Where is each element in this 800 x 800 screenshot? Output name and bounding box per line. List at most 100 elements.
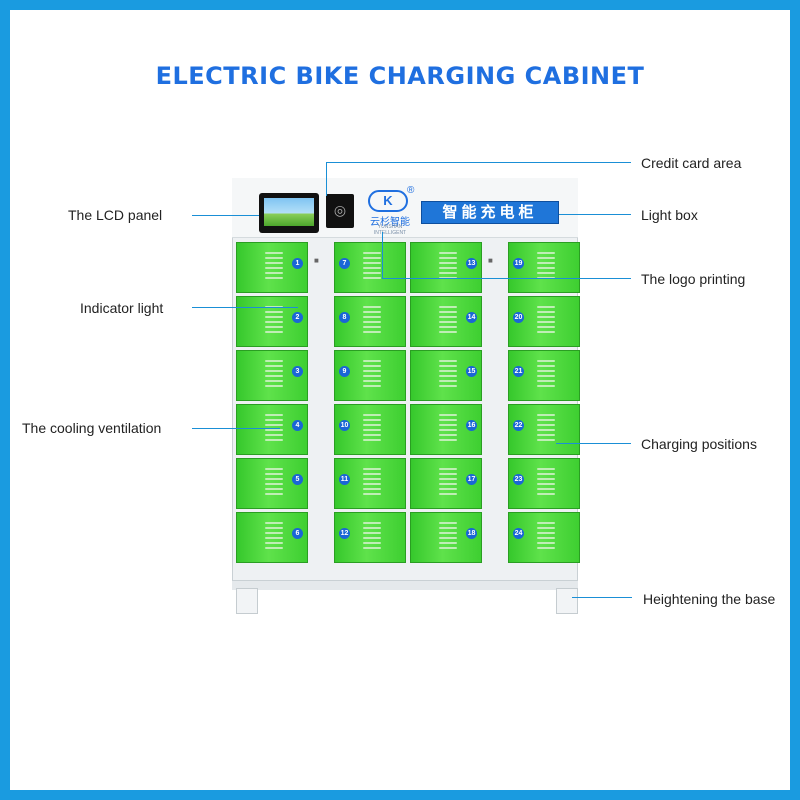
position-number-badge: 14 xyxy=(466,312,477,323)
vent-slot xyxy=(265,429,283,431)
charging-position-door[interactable]: 7 xyxy=(334,242,406,293)
charging-position-door[interactable]: 1 xyxy=(236,242,308,293)
logo-mark: K xyxy=(368,190,408,212)
ventilation-slots xyxy=(363,468,381,498)
vent-slot xyxy=(439,257,457,259)
vent-slot xyxy=(265,311,283,313)
vent-slot xyxy=(537,326,555,328)
ventilation-slots xyxy=(265,414,283,444)
position-number-badge: 23 xyxy=(513,474,524,485)
charging-position-door[interactable]: 6 xyxy=(236,512,308,563)
vent-slot xyxy=(537,414,555,416)
cabinet-divider xyxy=(308,242,328,567)
vent-slot xyxy=(439,326,457,328)
vent-slot xyxy=(439,272,457,274)
charging-position-door[interactable]: 23 xyxy=(508,458,580,509)
charging-position-door[interactable]: 22 xyxy=(508,404,580,455)
vent-slot xyxy=(265,277,283,279)
key-lock-icon: ■ xyxy=(488,256,493,265)
vent-slot xyxy=(537,272,555,274)
ventilation-slots xyxy=(537,360,555,390)
charging-position-door[interactable]: 18 xyxy=(410,512,482,563)
cabinet-base xyxy=(232,580,578,590)
charging-position-door[interactable]: 19 xyxy=(508,242,580,293)
ventilation-slots xyxy=(537,522,555,552)
vent-slot xyxy=(439,493,457,495)
vent-slot xyxy=(363,547,381,549)
vent-slot xyxy=(537,468,555,470)
leader-charging-positions xyxy=(556,443,631,444)
charging-position-door[interactable]: 17 xyxy=(410,458,482,509)
charging-position-door[interactable]: 14 xyxy=(410,296,482,347)
vent-slot xyxy=(363,311,381,313)
vent-slot xyxy=(439,439,457,441)
vent-slot xyxy=(537,257,555,259)
vent-slot xyxy=(363,267,381,269)
vent-slot xyxy=(439,478,457,480)
vent-slot xyxy=(363,380,381,382)
vent-slot xyxy=(265,424,283,426)
vent-slot xyxy=(439,527,457,529)
charging-position-door[interactable]: 10 xyxy=(334,404,406,455)
vent-slot xyxy=(537,439,555,441)
ventilation-slots xyxy=(265,468,283,498)
logo-registered: ® xyxy=(407,185,415,196)
vent-slot xyxy=(363,488,381,490)
charging-position-door[interactable]: 9 xyxy=(334,350,406,401)
ventilation-slots xyxy=(439,414,457,444)
vent-slot xyxy=(363,326,381,328)
vent-slot xyxy=(537,380,555,382)
charging-position-door[interactable]: 12 xyxy=(334,512,406,563)
vent-slot xyxy=(439,267,457,269)
vent-slot xyxy=(363,414,381,416)
vent-slot xyxy=(363,272,381,274)
leader-lcd-panel xyxy=(192,215,259,216)
position-number-badge: 9 xyxy=(339,366,350,377)
position-number-badge: 5 xyxy=(292,474,303,485)
logo-sub-text: YUNSHAN INTELLIGENT xyxy=(373,224,407,236)
position-number-badge: 11 xyxy=(339,474,350,485)
vent-slot xyxy=(439,434,457,436)
vent-slot xyxy=(439,252,457,254)
position-number-badge: 16 xyxy=(466,420,477,431)
vent-slot xyxy=(265,380,283,382)
key-lock-icon: ■ xyxy=(314,256,319,265)
charging-position-door[interactable]: 24 xyxy=(508,512,580,563)
charging-position-door[interactable]: 2 xyxy=(236,296,308,347)
vent-slot xyxy=(439,537,457,539)
vent-slot xyxy=(537,262,555,264)
vent-slot xyxy=(265,375,283,377)
charging-position-door[interactable]: 21 xyxy=(508,350,580,401)
vent-slot xyxy=(363,424,381,426)
vent-slot xyxy=(265,370,283,372)
vent-slot xyxy=(537,537,555,539)
vent-slot xyxy=(363,473,381,475)
vent-slot xyxy=(537,429,555,431)
vent-slot xyxy=(265,439,283,441)
vent-slot xyxy=(265,272,283,274)
vent-slot xyxy=(363,483,381,485)
position-number-badge: 2 xyxy=(292,312,303,323)
ventilation-slots xyxy=(363,360,381,390)
vent-slot xyxy=(265,414,283,416)
nfc-icon: ◎ xyxy=(333,202,347,218)
charging-position-door[interactable]: 16 xyxy=(410,404,482,455)
charging-position-door[interactable]: 13 xyxy=(410,242,482,293)
charging-position-door[interactable]: 20 xyxy=(508,296,580,347)
charging-position-door[interactable]: 3 xyxy=(236,350,308,401)
ventilation-slots xyxy=(537,306,555,336)
callout-light-box: Light box xyxy=(641,207,698,223)
charging-position-door[interactable]: 5 xyxy=(236,458,308,509)
charging-position-door[interactable]: 4 xyxy=(236,404,308,455)
ventilation-slots xyxy=(265,360,283,390)
charging-position-door[interactable]: 11 xyxy=(334,458,406,509)
leader-credit-card-h xyxy=(326,162,631,163)
callout-indicator-light: Indicator light xyxy=(80,300,164,316)
position-number-badge: 18 xyxy=(466,528,477,539)
charging-position-door[interactable]: 15 xyxy=(410,350,482,401)
locker-column: 13 14 15 16 17 18 xyxy=(410,242,482,567)
charging-position-door[interactable]: 8 xyxy=(334,296,406,347)
cabinet-divider xyxy=(482,242,502,567)
vent-slot xyxy=(363,527,381,529)
